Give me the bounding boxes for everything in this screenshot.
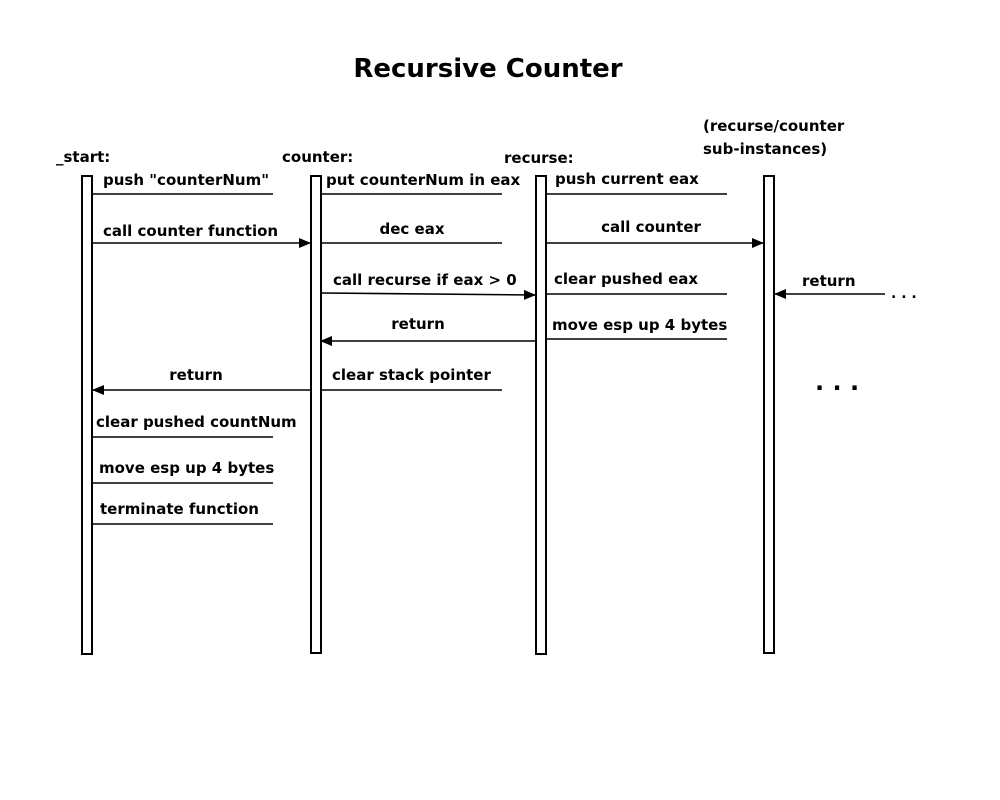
message-label-return-to-counter: return	[391, 315, 445, 333]
message-arrow-call-recurse	[321, 289, 536, 300]
message-label-clear-pushed-eax: clear pushed eax	[554, 270, 698, 288]
lifeline-label-start: _start:	[56, 148, 110, 166]
lifeline-label-sub-instances-line2: sub-instances)	[703, 140, 827, 158]
message-label-call-counter-function: call counter function	[103, 222, 278, 240]
lifeline-bar-recurse	[535, 175, 547, 655]
ellipsis-small: . . .	[891, 286, 917, 302]
diagram-title: Recursive Counter	[353, 54, 622, 84]
lifeline-bar-start	[81, 175, 93, 655]
message-label-call-recurse: call recurse if eax > 0	[333, 271, 517, 289]
lifeline-bar-counter	[310, 175, 322, 654]
message-label-clear-stack-pointer: clear stack pointer	[332, 366, 491, 384]
message-label-return-from-sub-instances: return	[802, 272, 856, 290]
message-label-call-counter: call counter	[601, 218, 701, 236]
lifeline-label-recurse: recurse:	[504, 149, 574, 167]
message-label-move-esp-recurse: move esp up 4 bytes	[552, 316, 727, 334]
message-label-push-current-eax: push current eax	[555, 170, 699, 188]
lifeline-bar-sub-instances	[763, 175, 775, 654]
message-label-dec-eax: dec eax	[380, 220, 445, 238]
message-label-clear-pushed-countnum: clear pushed countNum	[96, 413, 297, 431]
message-label-put-counternum-in-eax: put counterNum in eax	[326, 171, 521, 189]
message-label-return-to-start: return	[169, 366, 223, 384]
message-label-push-counternum: push "counterNum"	[103, 171, 269, 189]
lifeline-label-counter: counter:	[282, 148, 353, 166]
ellipsis-large: . . .	[815, 368, 859, 396]
message-label-move-esp-start: move esp up 4 bytes	[99, 459, 274, 477]
lifeline-label-sub-instances-line1: (recurse/counter	[703, 117, 845, 135]
message-label-terminate-function: terminate function	[100, 500, 259, 518]
